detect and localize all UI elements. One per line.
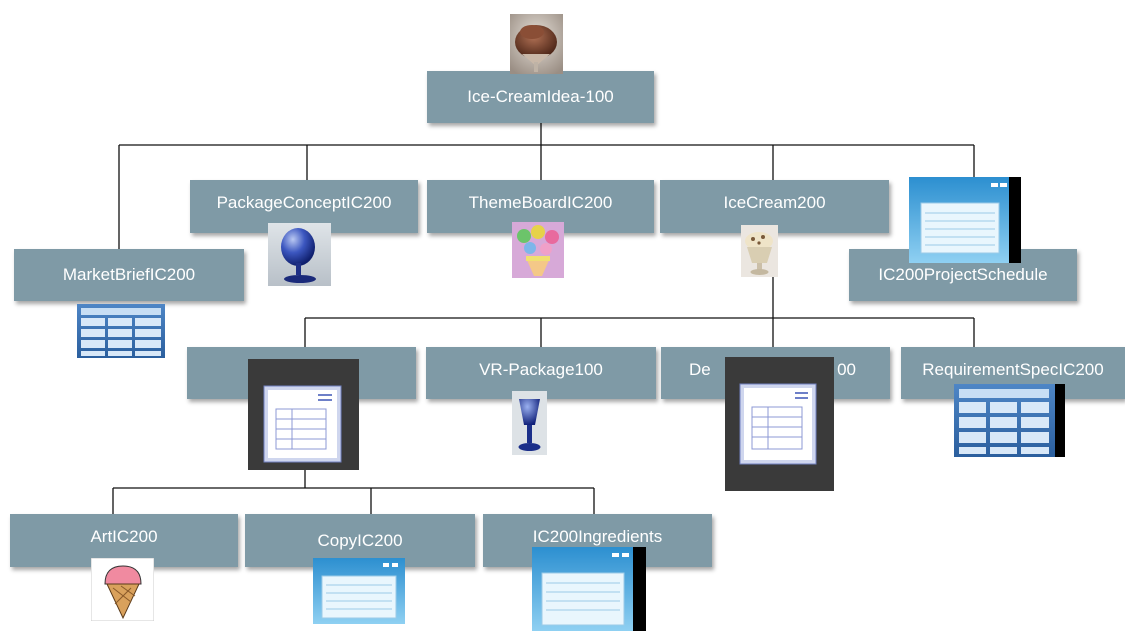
form-document-icon — [248, 359, 359, 470]
node-requirement-spec-label: RequirementSpecIC200 — [922, 360, 1104, 379]
ice-cream-balloons-image — [512, 222, 564, 278]
table-document-icon — [954, 384, 1065, 457]
node-ice-cream-label: IceCream200 — [723, 193, 826, 212]
node-market-brief-label: MarketBriefIC200 — [62, 265, 196, 284]
node-project-schedule[interactable]: IC200ProjectSchedule — [849, 249, 1077, 301]
node-theme-board[interactable]: ThemeBoardIC200 — [427, 180, 654, 233]
node-root-label: Ice-CreamIdea-100 — [467, 87, 614, 106]
chocolate-ice-cream-icon — [510, 14, 563, 74]
node-ingredients-label: IC200Ingredients — [532, 527, 663, 546]
table-document-icon — [77, 304, 165, 358]
node-market-brief[interactable]: MarketBriefIC200 — [14, 249, 244, 301]
node-vr-package[interactable]: VR-Package100 — [426, 347, 656, 399]
node-vr-package-label: VR-Package100 — [479, 360, 603, 379]
node-design-label-right: 00 — [837, 360, 856, 379]
window-document-icon — [313, 558, 405, 624]
node-copy[interactable]: CopyIC200 — [245, 514, 475, 567]
blue-goblet-3d-icon — [512, 391, 547, 455]
vanilla-ice-cream-photo — [741, 225, 778, 277]
window-document-icon — [909, 177, 1021, 263]
node-design-label-left: De — [689, 360, 711, 379]
node-theme-board-label: ThemeBoardIC200 — [468, 193, 613, 212]
window-document-icon — [532, 547, 646, 631]
node-copy-label: CopyIC200 — [317, 530, 403, 550]
ice-cream-cone-icon — [91, 558, 154, 621]
blue-cup-3d-icon — [268, 223, 331, 286]
node-root[interactable]: Ice-CreamIdea-100 — [427, 71, 654, 123]
node-art-label: ArtIC200 — [90, 527, 158, 546]
node-ice-cream[interactable]: IceCream200 — [660, 180, 889, 233]
node-project-schedule-label: IC200ProjectSchedule — [878, 265, 1048, 284]
form-document-icon — [725, 357, 834, 491]
node-package-concept-label: PackageConceptIC200 — [216, 193, 392, 212]
